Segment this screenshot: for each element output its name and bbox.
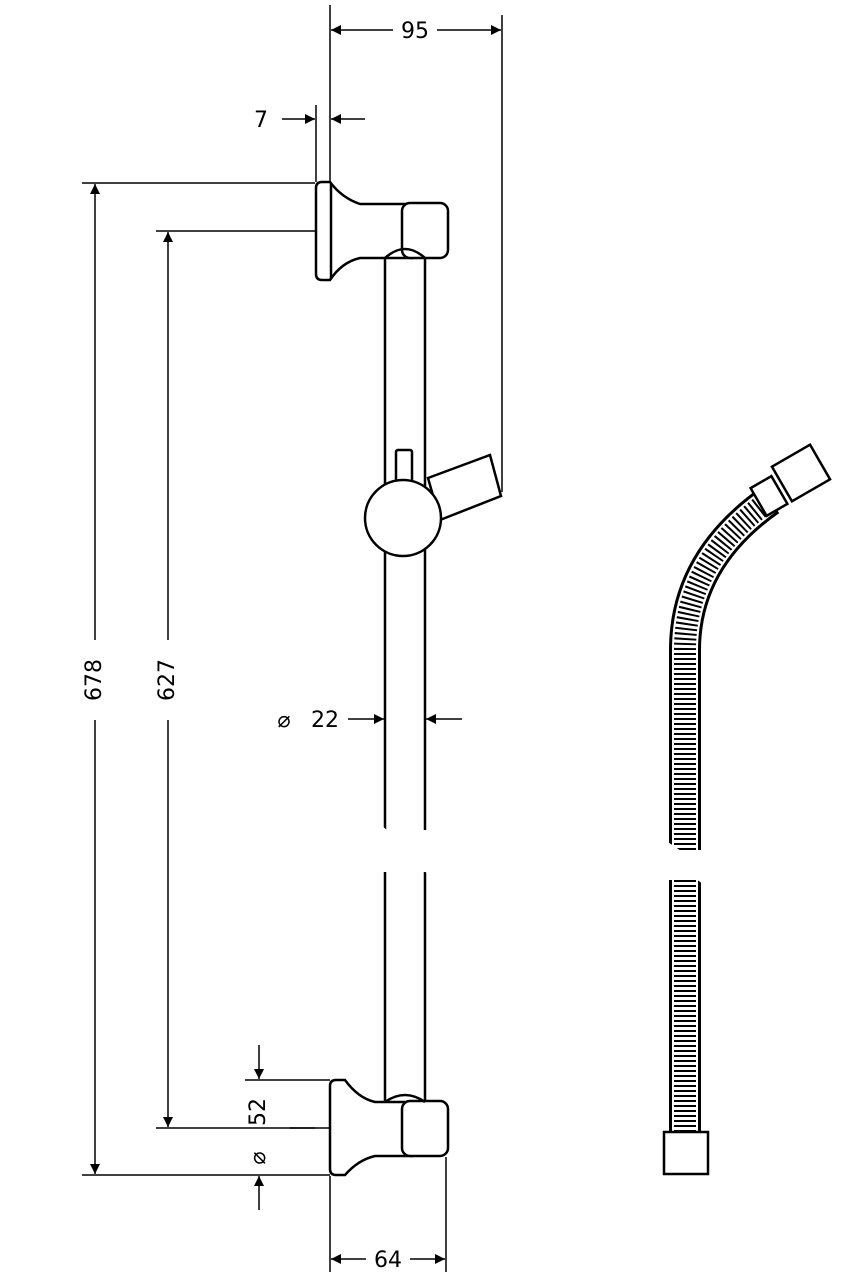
dimension-95 <box>329 5 503 492</box>
dimension-diameter-52-symbol: ⌀ <box>246 1151 271 1164</box>
hand-shower-slider <box>363 448 503 558</box>
top-wall-bracket <box>314 180 450 282</box>
shower-hose <box>662 442 832 1176</box>
dimension-627-label: 627 <box>155 659 180 701</box>
dimension-64-label: 64 <box>374 1248 402 1273</box>
rail-break-marks <box>378 825 432 875</box>
dimension-diameter-52-label: 52 <box>246 1098 271 1126</box>
shower-rail <box>383 250 427 1108</box>
dimension-64 <box>329 1157 447 1272</box>
dimension-678-label: 678 <box>82 659 107 701</box>
dimension-627 <box>156 230 330 1129</box>
dimension-678 <box>82 182 330 1176</box>
dimension-7 <box>282 105 365 182</box>
bottom-wall-bracket <box>328 1078 450 1177</box>
dimension-diameter-22-label: 22 <box>311 708 339 733</box>
dimension-7-label: 7 <box>254 108 268 133</box>
dimension-diameter-52 <box>245 1045 330 1210</box>
dimension-95-label: 95 <box>401 19 429 44</box>
dimension-diameter-22-symbol: ⌀ <box>277 708 290 733</box>
